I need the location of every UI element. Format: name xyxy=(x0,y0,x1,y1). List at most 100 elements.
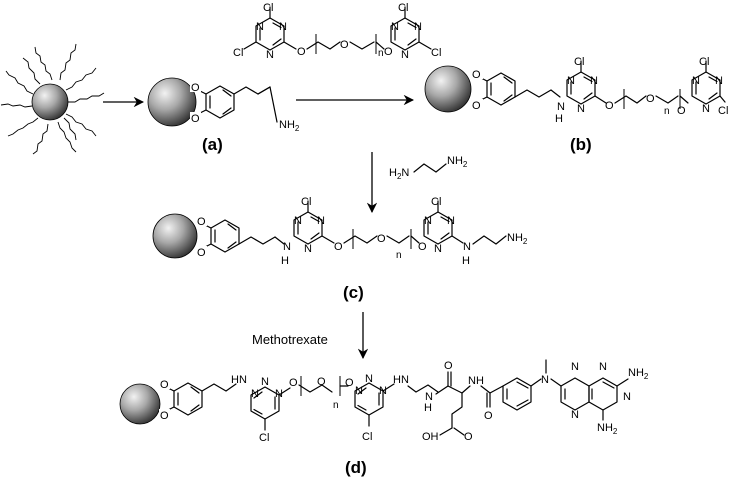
svg-text:N: N xyxy=(425,391,433,403)
benzene-ring xyxy=(502,377,532,411)
svg-text:N: N xyxy=(355,385,363,397)
svg-text:H: H xyxy=(424,402,432,414)
svg-text:O: O xyxy=(464,431,473,443)
svg-text:N: N xyxy=(434,243,442,255)
structure-d: O O H N N N N Cl O O n O N N N Cl H N N … xyxy=(119,359,649,477)
svg-text:O: O xyxy=(418,241,427,253)
coated-nanoparticle xyxy=(0,43,105,155)
svg-text:n: n xyxy=(333,400,339,411)
svg-text:N: N xyxy=(567,75,575,87)
svg-text:Cl: Cl xyxy=(362,431,372,443)
svg-text:n: n xyxy=(664,106,670,117)
svg-text:N: N xyxy=(599,361,607,373)
svg-text:N: N xyxy=(256,21,264,33)
svg-text:O: O xyxy=(444,360,453,372)
label-c: (c) xyxy=(343,283,364,302)
svg-text:NH2: NH2 xyxy=(447,155,468,169)
svg-text:Cl: Cl xyxy=(431,47,441,59)
svg-text:O: O xyxy=(484,410,493,422)
methotrexate-label: Methotrexate xyxy=(252,332,328,347)
svg-text:Cl: Cl xyxy=(574,56,584,68)
svg-text:O: O xyxy=(472,100,481,112)
svg-text:N: N xyxy=(304,243,312,255)
svg-text:N: N xyxy=(590,75,598,87)
svg-text:NH2: NH2 xyxy=(597,422,618,436)
svg-text:N: N xyxy=(283,241,291,253)
svg-text:N: N xyxy=(266,49,274,61)
svg-text:O: O xyxy=(646,93,655,105)
amine-a: NH2 xyxy=(279,119,300,133)
svg-text:O: O xyxy=(160,410,169,422)
svg-text:Cl: Cl xyxy=(259,432,269,444)
svg-text:N: N xyxy=(275,388,283,400)
svg-text:Cl: Cl xyxy=(699,56,709,68)
svg-text:O: O xyxy=(297,46,306,58)
svg-text:Cl: Cl xyxy=(718,105,728,117)
label-d: (d) xyxy=(345,458,367,477)
svg-text:O: O xyxy=(340,39,349,51)
pteridine-ring xyxy=(560,377,618,411)
svg-text:N: N xyxy=(401,374,409,386)
svg-text:H: H xyxy=(393,374,401,386)
svg-text:O: O xyxy=(677,105,686,117)
svg-text:N: N xyxy=(571,361,579,373)
svg-text:H: H xyxy=(281,255,289,267)
structure-b: O O N H Cl N N N O O n O Cl N N N Cl (b) xyxy=(424,56,728,154)
svg-text:n: n xyxy=(396,250,402,261)
svg-text:Cl: Cl xyxy=(301,196,311,208)
svg-text:N: N xyxy=(401,49,409,61)
svg-text:O: O xyxy=(472,69,481,81)
svg-text:Cl: Cl xyxy=(398,2,408,14)
svg-text:N: N xyxy=(463,241,471,253)
svg-text:N: N xyxy=(692,75,700,87)
ethylenediamine-reagent: H2N NH2 xyxy=(389,155,468,181)
svg-text:O: O xyxy=(160,379,169,391)
svg-text:N: N xyxy=(239,374,247,386)
svg-text:O: O xyxy=(334,241,343,253)
svg-text:Cl: Cl xyxy=(263,2,273,14)
svg-text:N: N xyxy=(557,101,565,113)
svg-text:N: N xyxy=(251,388,259,400)
svg-text:Cl: Cl xyxy=(431,196,441,208)
label-b: (b) xyxy=(570,135,592,154)
svg-text:N: N xyxy=(365,373,373,385)
svg-text:NH2: NH2 xyxy=(628,367,649,381)
structure-c: O O N H Cl N N N O O n O Cl N N N N H NH… xyxy=(152,196,528,302)
svg-text:N: N xyxy=(715,75,723,87)
svg-text:N: N xyxy=(702,103,710,115)
svg-text:O: O xyxy=(197,216,206,228)
particle-c xyxy=(152,213,198,259)
svg-text:N: N xyxy=(279,21,287,33)
svg-text:N: N xyxy=(447,215,455,227)
svg-text:H: H xyxy=(462,255,470,267)
svg-text:N: N xyxy=(424,215,432,227)
svg-text:N: N xyxy=(414,21,422,33)
particle-b xyxy=(424,65,472,113)
svg-text:O: O xyxy=(377,233,386,245)
svg-text:O: O xyxy=(345,377,354,389)
svg-text:N: N xyxy=(261,376,269,388)
particle-a xyxy=(147,77,197,127)
svg-text:O: O xyxy=(317,376,326,388)
svg-text:N: N xyxy=(571,409,579,421)
svg-text:H: H xyxy=(231,374,239,386)
svg-text:N: N xyxy=(541,374,549,386)
svg-text:Cl: Cl xyxy=(233,47,243,59)
svg-text:H: H xyxy=(555,113,563,125)
svg-text:N: N xyxy=(294,215,302,227)
svg-text:OH: OH xyxy=(422,431,439,443)
svg-text:O: O xyxy=(197,247,206,259)
svg-text:O: O xyxy=(605,100,614,112)
svg-text:O: O xyxy=(191,82,200,94)
svg-text:N: N xyxy=(391,21,399,33)
svg-text:N: N xyxy=(577,103,585,115)
svg-text:N: N xyxy=(317,215,325,227)
svg-text:O: O xyxy=(384,46,393,58)
structure-a: O O NH2 (a) xyxy=(147,77,300,154)
svg-text:N: N xyxy=(623,391,631,403)
svg-text:NH: NH xyxy=(468,375,484,387)
linker-reagent: Cl N N N Cl O O n O Cl N N N Cl xyxy=(233,2,441,61)
label-a: (a) xyxy=(202,135,223,154)
surfactant-chains xyxy=(0,43,105,155)
